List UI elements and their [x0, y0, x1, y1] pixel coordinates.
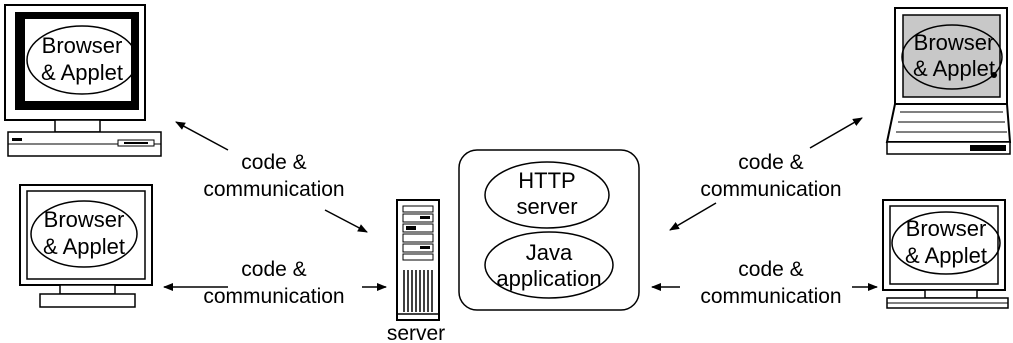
monitor-bottom-left: Browser & Applet — [19, 184, 153, 308]
java-application-line2: application — [496, 266, 601, 291]
client-oval — [891, 211, 1001, 275]
arrow-top-left-to-server — [324, 209, 368, 233]
link-label-line1: code & — [738, 258, 803, 281]
monitor-bottom-right: Browser & Applet — [882, 199, 1009, 309]
link-label-line1: code & — [241, 258, 306, 281]
client-label-line1: Browser — [906, 216, 987, 241]
client-label-line1: Browser — [914, 30, 995, 55]
client-label-line2: & Applet — [41, 60, 123, 85]
link-label-line1: code & — [241, 151, 306, 174]
arrow-top-right-to-server — [669, 202, 717, 231]
link-label-line2: communication — [203, 285, 344, 308]
client-label-line2: & Applet — [913, 56, 995, 81]
link-label-line2: communication — [700, 285, 841, 308]
client-label-line1: Browser — [42, 33, 123, 58]
java-application-line1: Java — [526, 240, 573, 265]
client-oval — [901, 24, 1003, 90]
link-label-line2: communication — [700, 178, 841, 201]
desktop-computer-top-left: Browser & Applet — [4, 4, 162, 157]
client-label-line2: & Applet — [43, 234, 125, 259]
http-server-oval — [484, 161, 610, 229]
java-application-oval — [484, 231, 614, 299]
arrow-top-left-to-client — [175, 121, 229, 151]
client-oval — [30, 200, 138, 268]
laptop-top-right: Browser & Applet — [885, 7, 1012, 155]
server-label: server — [387, 322, 445, 343]
http-server-line1: HTTP — [518, 168, 575, 193]
arrow-top-right-to-client — [809, 117, 863, 149]
link-label-line2: communication — [203, 178, 344, 201]
http-server-line2: server — [516, 194, 577, 219]
server-software-box: HTTP server Java application — [458, 149, 640, 311]
client-oval — [26, 25, 138, 95]
client-label-line2: & Applet — [905, 243, 987, 268]
client-label-line1: Browser — [44, 207, 125, 232]
server-tower-icon — [396, 199, 440, 321]
link-label-line1: code & — [738, 151, 803, 174]
